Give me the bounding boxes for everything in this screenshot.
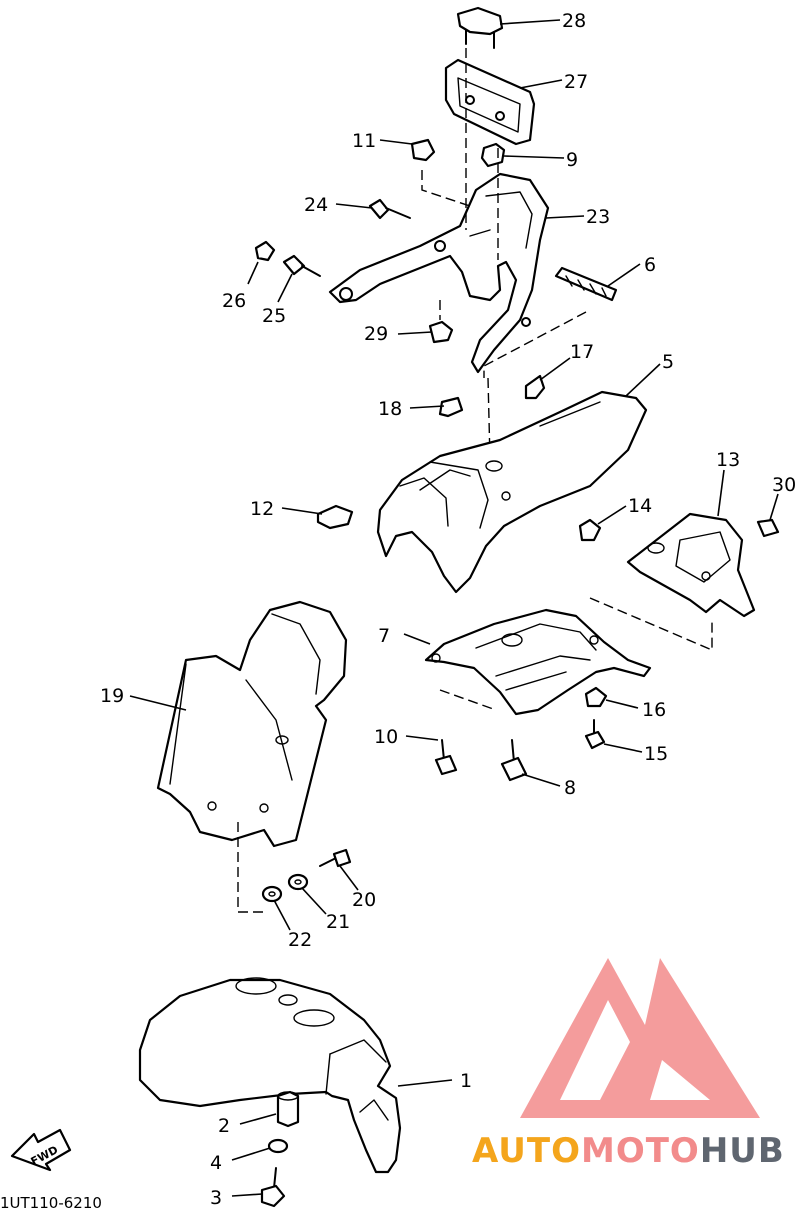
label-part-22: 22 [288, 929, 312, 951]
label-part-25: 25 [262, 305, 286, 327]
label-part-2: 2 [218, 1115, 230, 1137]
part-11-nut [410, 138, 436, 162]
part-8-bolt [500, 739, 528, 782]
part-25-bolt [282, 254, 321, 277]
part-3-bolt [260, 1167, 286, 1208]
label-part-8: 8 [564, 777, 576, 799]
label-part-28: 28 [562, 10, 586, 32]
label-part-9: 9 [566, 149, 578, 171]
part-27-plate [444, 58, 536, 146]
label-part-27: 27 [564, 71, 588, 93]
part-17-clip [524, 374, 546, 400]
diagram-code: 1UT110-6210 [0, 1194, 102, 1212]
part-10-bolt [434, 739, 458, 776]
label-part-23: 23 [586, 206, 610, 228]
part-14-nut [578, 518, 602, 542]
label-part-19: 19 [100, 685, 124, 707]
part-4-washer [267, 1138, 289, 1154]
part-1-front-fender [138, 977, 402, 1174]
label-part-14: 14 [628, 495, 652, 517]
part-5-rear-fender [376, 390, 648, 594]
part-number-labels: 28 27 11 9 24 23 6 26 25 29 17 5 18 13 3… [100, 10, 796, 1209]
part-12-grommet [316, 504, 354, 530]
watermark-moto: MOTO [581, 1131, 700, 1171]
part-24-bolt [368, 198, 411, 220]
label-part-13: 13 [716, 449, 740, 471]
watermark-auto: AUTO [472, 1131, 581, 1171]
label-part-6: 6 [644, 254, 656, 276]
label-part-12: 12 [250, 498, 274, 520]
part-28-bracket [456, 6, 504, 49]
leader-lines [129, 19, 779, 1197]
label-part-26: 26 [222, 290, 246, 312]
watermark-hub: HUB [700, 1131, 785, 1171]
part-19-flap [156, 600, 348, 848]
part-18-clip [438, 396, 464, 418]
label-part-29: 29 [364, 323, 388, 345]
label-part-20: 20 [352, 889, 376, 911]
part-7-bracket [424, 608, 652, 716]
part-13-cover [626, 512, 756, 618]
part-20-screw [319, 848, 352, 868]
part-6-emblem [554, 266, 618, 302]
watermark-triangle-icon [520, 958, 760, 1118]
label-part-17: 17 [570, 341, 594, 363]
label-part-11: 11 [352, 130, 376, 152]
watermark-text: AUTOMOTOHUB [472, 1131, 785, 1171]
label-part-10: 10 [374, 726, 398, 748]
part-23-grab-rail [328, 172, 550, 374]
label-part-1: 1 [460, 1070, 472, 1092]
part-21-washer [287, 873, 309, 891]
label-part-4: 4 [210, 1152, 222, 1174]
label-part-5: 5 [662, 351, 674, 373]
fwd-arrow-icon: FWD [10, 1128, 72, 1172]
label-part-16: 16 [642, 699, 666, 721]
part-30-pad [756, 518, 780, 538]
label-part-21: 21 [326, 911, 350, 933]
label-part-18: 18 [378, 398, 402, 420]
part-22-washer [261, 885, 283, 903]
watermark-logo [520, 958, 760, 1118]
part-16-nut [584, 686, 608, 708]
part-29-nut [428, 320, 454, 344]
part-9-nut [480, 142, 506, 168]
label-part-7: 7 [378, 625, 390, 647]
label-part-30: 30 [772, 474, 796, 496]
part-26-nut [254, 240, 276, 262]
label-part-15: 15 [644, 743, 668, 765]
part-2-spacer [276, 1090, 300, 1128]
label-part-24: 24 [304, 194, 328, 216]
label-part-3: 3 [210, 1187, 222, 1209]
part-15-bolt [584, 719, 606, 750]
